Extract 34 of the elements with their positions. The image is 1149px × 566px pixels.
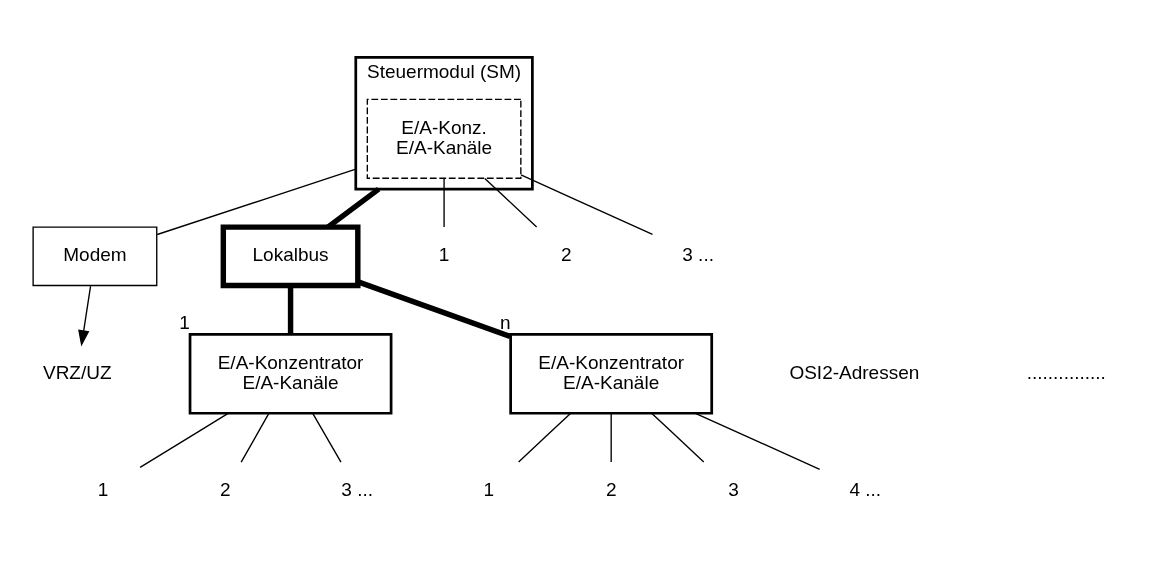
node-text: 2 bbox=[605, 478, 617, 500]
node-text: 2 bbox=[561, 243, 572, 265]
node-label: 1 bbox=[179, 311, 190, 333]
label: ............... bbox=[1026, 361, 1106, 383]
node-text: 1 bbox=[438, 243, 450, 265]
connector bbox=[484, 177, 538, 228]
connector bbox=[287, 285, 294, 334]
connector bbox=[610, 412, 612, 463]
connector bbox=[517, 412, 572, 463]
node-text: 1 bbox=[483, 478, 495, 500]
connector bbox=[240, 412, 270, 463]
connector bbox=[651, 412, 705, 463]
connector bbox=[156, 168, 357, 235]
arrow bbox=[78, 284, 92, 346]
connector bbox=[357, 278, 512, 339]
node-box: Lokalbus bbox=[220, 223, 361, 288]
node-text: VRZ/UZ bbox=[42, 361, 112, 383]
label: OSI2-Adressen bbox=[789, 361, 920, 383]
node-box: E/A-Konzentrator E/A-Kanäle bbox=[188, 332, 393, 415]
connector bbox=[520, 173, 654, 235]
node-text: 2 bbox=[220, 478, 231, 500]
node-label: n bbox=[499, 311, 511, 333]
node-text: 3 ... bbox=[341, 478, 373, 500]
node-text: 4 ... bbox=[849, 478, 882, 500]
connector bbox=[694, 412, 821, 470]
node-text: 1 bbox=[97, 478, 109, 500]
node-box: E/A-Konzentrator E/A-Kanäle bbox=[509, 332, 714, 415]
connector bbox=[139, 412, 229, 468]
node-text: 3 ... bbox=[682, 243, 714, 265]
node-text: 3 bbox=[728, 478, 739, 500]
node-box: E/A-Konz. E/A-Kanäle bbox=[366, 98, 522, 179]
node-box: Modem bbox=[32, 225, 158, 286]
connector bbox=[443, 177, 445, 228]
connector bbox=[312, 412, 342, 463]
